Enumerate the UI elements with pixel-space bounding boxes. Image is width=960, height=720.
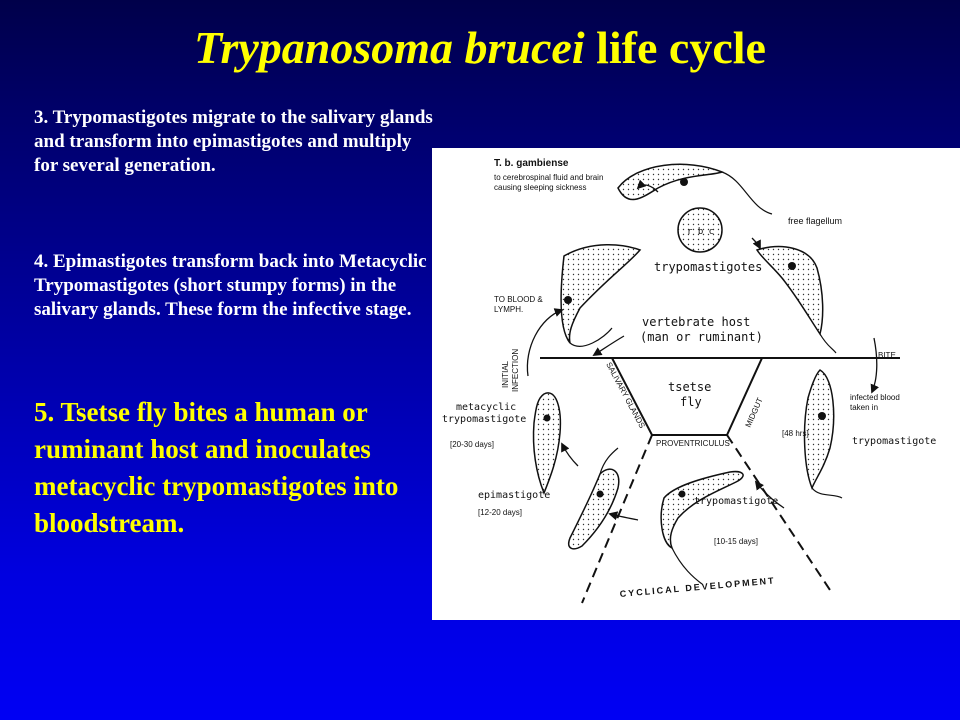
trypanosome-right-icon <box>803 369 843 499</box>
label-salivary-glands: SALIVARY GLANDS <box>604 361 646 430</box>
label-days-12-20: [12-20 days] <box>478 508 522 517</box>
arrow-to-csf-icon <box>636 179 659 193</box>
arrow-to-proventriculus-icon <box>754 480 785 509</box>
label-trypomastigotes: trypomastigotes <box>654 260 762 274</box>
label-metacyclic-2: trypomastigote <box>442 414 526 425</box>
title-species: Trypanosoma brucei <box>194 22 585 73</box>
label-trypomastigote-center: trypomastigote <box>694 496 778 507</box>
label-infected-blood-1: infected blood <box>850 393 900 402</box>
life-cycle-diagram: T. b. gambiense to cerebrospinal fluid a… <box>432 148 960 620</box>
arrow-bite-icon <box>870 337 880 394</box>
trypanosome-upper-left-icon <box>560 244 642 347</box>
label-initial-infection-1: INITIAL <box>501 360 510 388</box>
life-cycle-svg: T. b. gambiense to cerebrospinal fluid a… <box>442 158 936 604</box>
label-gambiense-note2: causing sleeping sickness <box>494 183 587 192</box>
label-initial-infection-2: INFECTION <box>511 349 520 392</box>
arrow-initial-infection-icon <box>526 308 564 377</box>
label-to-blood-2: LYMPH. <box>494 305 523 314</box>
slide-title: Trypanosoma brucei life cycle <box>0 22 960 74</box>
trypanosome-metacyclic-icon <box>532 392 562 496</box>
title-rest: life cycle <box>584 22 766 73</box>
step-5-text: 5. Tsetse fly bites a human or ruminant … <box>34 397 399 538</box>
dashed-line-left <box>581 434 653 604</box>
arrow-to-metacyclic-icon <box>561 442 579 467</box>
label-proventriculus: PROVENTRICULUS <box>656 439 730 448</box>
label-midgut: MIDGUT <box>744 396 765 429</box>
label-tsetse: tsetse <box>668 380 711 394</box>
label-to-blood-1: TO BLOOD & <box>494 295 543 304</box>
arrow-blood-lymph-icon <box>592 335 625 356</box>
arrow-to-trypomastigote-icon <box>751 237 761 250</box>
label-rbc: r b c <box>687 227 714 237</box>
trypanosome-top-icon <box>617 163 773 215</box>
trypanosome-epimastigote-icon <box>568 447 620 550</box>
label-vertebrate-host-1: vertebrate host <box>642 315 750 329</box>
step-4-text: 4. Epimastigotes transform back into Met… <box>34 251 427 320</box>
label-bite: BITE <box>878 351 896 360</box>
label-infected-blood-2: taken in <box>850 403 878 412</box>
label-fly: fly <box>680 395 702 409</box>
arrow-to-epimastigote-icon <box>608 511 639 521</box>
label-gambiense-title: T. b. gambiense <box>494 158 569 169</box>
step-3-text: 3. Trypomastigotes migrate to the saliva… <box>34 107 433 176</box>
trypanosome-upper-right-icon <box>755 245 837 354</box>
label-epimastigote: epimastigote <box>478 490 550 501</box>
label-metacyclic-1: metacyclic <box>456 402 516 413</box>
label-cyclical-development: CYCLICAL DEVELOPMENT <box>619 575 776 599</box>
rbc-cell-icon <box>677 207 723 253</box>
label-vertebrate-host-2: (man or ruminant) <box>640 330 763 344</box>
trypanosome-center-icon <box>660 470 744 585</box>
label-trypomastigote-right: trypomastigote <box>852 436 936 447</box>
label-days-20-30: [20-30 days] <box>450 440 494 449</box>
label-hrs-48: [48 hrs] <box>782 429 809 438</box>
label-free-flagellum: free flagellum <box>788 216 842 226</box>
label-gambiense-note1: to cerebrospinal fluid and brain <box>494 173 603 182</box>
label-days-10-15: [10-15 days] <box>714 537 758 546</box>
